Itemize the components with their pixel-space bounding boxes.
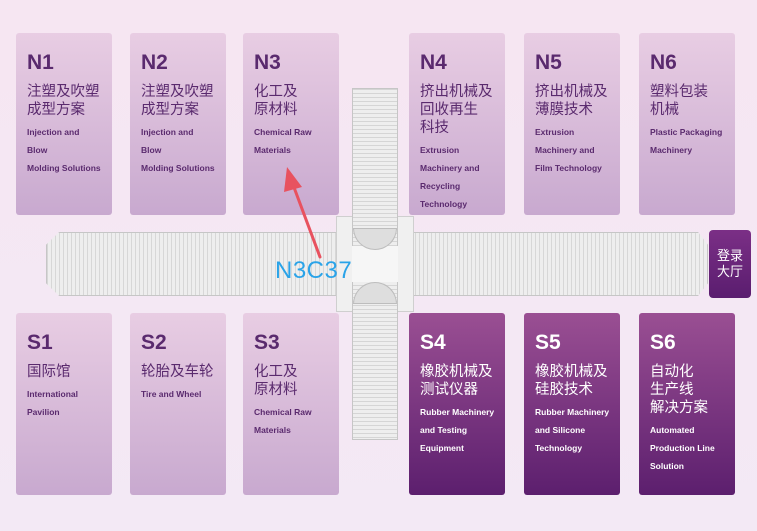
hall-code: N2	[141, 51, 168, 74]
hall-code: N3	[254, 51, 281, 74]
hall-s1[interactable]: S1 国际馆 International Pavilion	[16, 313, 112, 495]
login-hall-button[interactable]: 登录 大厅	[709, 230, 751, 298]
hall-name-cn: 橡胶机械及 硅胶技术	[535, 364, 608, 398]
hall-n5[interactable]: N5 挤出机械及 薄膜技术 Extrusion Machinery and Fi…	[524, 33, 620, 215]
hall-name-cn: 挤出机械及 薄膜技术	[535, 84, 608, 118]
hall-name-cn: 塑料包装 机械	[650, 84, 708, 118]
hall-n3[interactable]: N3 化工及 原材料 Chemical Raw Materials	[243, 33, 339, 215]
hall-name-en: Rubber Machinery and Silicone Technology	[535, 407, 610, 453]
hall-name-cn: 国际馆	[27, 364, 71, 380]
junction-core	[352, 246, 398, 282]
hall-code: S4	[420, 331, 446, 354]
hall-s5[interactable]: S5 橡胶机械及 硅胶技术 Rubber Machinery and Silic…	[524, 313, 620, 495]
hall-name-en: Injection and Blow Molding Solutions	[141, 127, 215, 173]
hall-name-en: Injection and Blow Molding Solutions	[27, 127, 101, 173]
hall-name-cn: 轮胎及车轮	[141, 364, 214, 380]
hall-name-cn: 注塑及吹塑 成型方案	[27, 84, 100, 118]
hall-code: S2	[141, 331, 167, 354]
hall-code: S3	[254, 331, 280, 354]
hall-name-en: Chemical Raw Materials	[254, 127, 312, 155]
hall-name-en: Extrusion Machinery and Recycling Techno…	[420, 145, 480, 209]
hall-n1[interactable]: N1 注塑及吹塑 成型方案 Injection and Blow Molding…	[16, 33, 112, 215]
hall-name-cn: 化工及 原材料	[254, 364, 298, 398]
hall-s2[interactable]: S2 轮胎及车轮 Tire and Wheel	[130, 313, 226, 495]
hall-s6[interactable]: S6 自动化 生产线 解决方案 Automated Production Lin…	[639, 313, 735, 495]
hall-n4[interactable]: N4 挤出机械及 回收再生 科技 Extrusion Machinery and…	[409, 33, 505, 215]
hall-n6[interactable]: N6 塑料包装 机械 Plastic Packaging Machinery	[639, 33, 735, 215]
hall-name-en: Chemical Raw Materials	[254, 407, 312, 435]
hall-name-cn: 化工及 原材料	[254, 84, 298, 118]
hall-code: N5	[535, 51, 562, 74]
hall-name-cn: 橡胶机械及 测试仪器	[420, 364, 493, 398]
hall-name-en: Rubber Machinery and Testing Equipment	[420, 407, 495, 453]
hall-s3[interactable]: S3 化工及 原材料 Chemical Raw Materials	[243, 313, 339, 495]
hall-name-en: Extrusion Machinery and Film Technology	[535, 127, 602, 173]
hall-name-cn: 注塑及吹塑 成型方案	[141, 84, 214, 118]
hall-name-cn: 自动化 生产线 解决方案	[650, 364, 708, 416]
booth-label: N3C37	[275, 257, 353, 284]
hall-code: S6	[650, 331, 676, 354]
hall-s4[interactable]: S4 橡胶机械及 测试仪器 Rubber Machinery and Testi…	[409, 313, 505, 495]
hall-code: N4	[420, 51, 447, 74]
hall-n2[interactable]: N2 注塑及吹塑 成型方案 Injection and Blow Molding…	[130, 33, 226, 215]
hall-name-en: Plastic Packaging Machinery	[650, 127, 723, 155]
hall-code: S1	[27, 331, 53, 354]
hall-code: S5	[535, 331, 561, 354]
hall-name-en: Tire and Wheel	[141, 389, 202, 399]
hall-name-cn: 挤出机械及 回收再生 科技	[420, 84, 493, 136]
hall-name-en: International Pavilion	[27, 389, 79, 417]
hall-name-en: Automated Production Line Solution	[650, 425, 715, 471]
hall-code: N6	[650, 51, 677, 74]
hall-code: N1	[27, 51, 54, 74]
